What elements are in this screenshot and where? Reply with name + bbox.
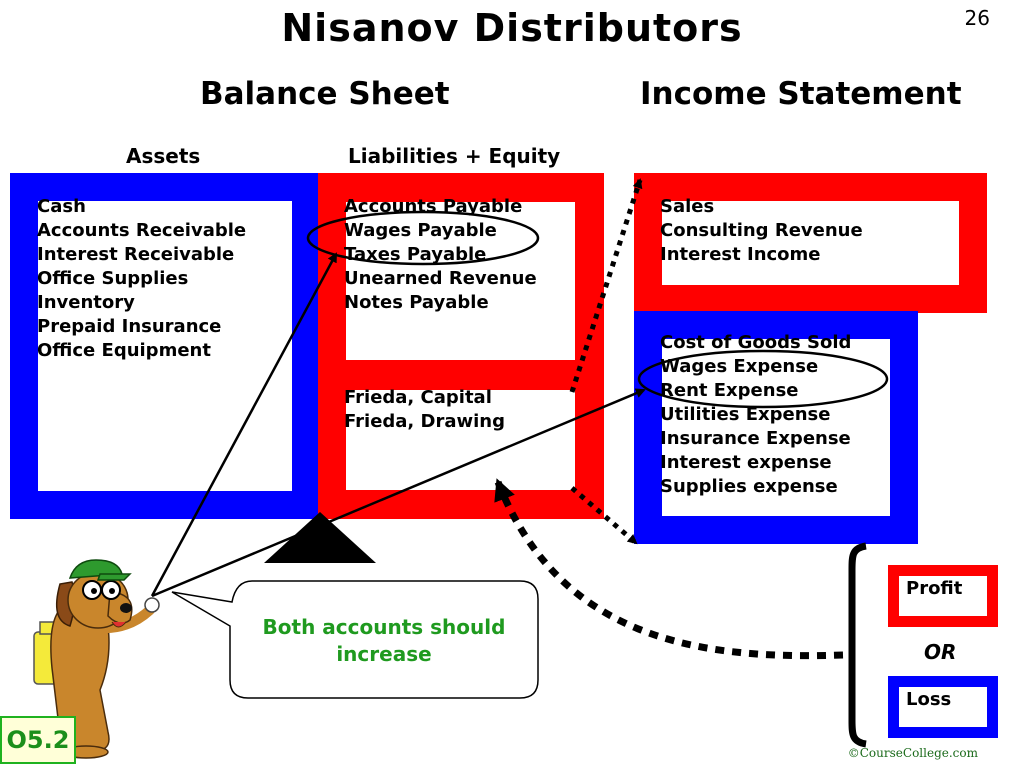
revenue-box [634, 173, 987, 313]
slide-number: 26 [964, 6, 990, 30]
balance-triangle-icon [264, 512, 376, 563]
list-item: Consulting Revenue [660, 220, 863, 241]
pointer-to-wages-expense-arrow [151, 388, 646, 598]
list-item: Insurance Expense [660, 428, 851, 449]
or-label: OR [924, 640, 957, 664]
list-item: Office Equipment [37, 340, 211, 361]
list-item: Cost of Goods Sold [660, 332, 852, 353]
expense-list: Cost of Goods Sold Wages Expense Rent Ex… [660, 331, 851, 499]
equity-inner [346, 390, 575, 490]
equity-to-expense-arrow [570, 486, 638, 545]
assets-box [10, 173, 320, 519]
list-item: Accounts Receivable [37, 220, 247, 241]
liabilities-list: Accounts Payable Wages Payable Taxes Pay… [344, 195, 537, 315]
balance-sheet-heading: Balance Sheet [200, 76, 450, 112]
revenue-list: Sales Consulting Revenue Interest Income [660, 195, 863, 267]
slide-title: Nisanov Distributors [281, 6, 743, 50]
wages-expense-highlight [637, 349, 889, 409]
list-item: Inventory [37, 292, 135, 313]
assets-label: Assets [126, 144, 201, 168]
list-item: Taxes Payable [344, 244, 487, 265]
wages-payable-highlight [306, 210, 540, 266]
list-item: Utilities Expense [660, 404, 831, 425]
loss-box [888, 676, 998, 738]
list-item: Rent Expense [660, 380, 799, 401]
list-item: Office Supplies [37, 268, 189, 289]
profit-label: Profit [906, 578, 963, 599]
pointer-to-wages-payable-arrow [150, 252, 338, 597]
profit-loss-to-equity-arrow [494, 478, 844, 660]
liabilities-equity-label: Liabilities + Equity [348, 144, 561, 168]
income-statement-heading: Income Statement [640, 76, 962, 112]
list-item: Unearned Revenue [344, 268, 537, 289]
list-item: Frieda, Drawing [344, 411, 505, 432]
list-item: Cash [37, 196, 86, 217]
list-item: Accounts Payable [344, 196, 523, 217]
callout-bubble [171, 580, 539, 699]
objective-badge: O5.2 [0, 716, 76, 764]
list-item: Interest Receivable [37, 244, 235, 265]
loss-label: Loss [906, 689, 952, 710]
list-item: Frieda, Capital [344, 387, 492, 408]
dog-mascot-icon [33, 559, 160, 759]
list-item: Interest Income [660, 244, 821, 265]
callout-text: Both accounts should increase [262, 615, 506, 666]
list-item: Wages Payable [344, 220, 497, 241]
list-item: Prepaid Insurance [37, 316, 222, 337]
expense-box [634, 311, 918, 544]
list-item: Interest expense [660, 452, 832, 473]
list-item: Notes Payable [344, 292, 489, 313]
equity-list: Frieda, Capital Frieda, Drawing [344, 386, 505, 434]
profit-box [888, 565, 998, 627]
assets-list: Cash Accounts Receivable Interest Receiv… [37, 195, 246, 363]
list-item: Wages Expense [660, 356, 819, 377]
liabilities-inner [346, 202, 575, 360]
bracket-icon [848, 542, 867, 748]
list-item: Sales [660, 196, 715, 217]
copyright-text: ©CourseCollege.com [847, 746, 978, 760]
list-item: Supplies expense [660, 476, 838, 497]
equity-to-revenue-arrow [569, 178, 643, 393]
